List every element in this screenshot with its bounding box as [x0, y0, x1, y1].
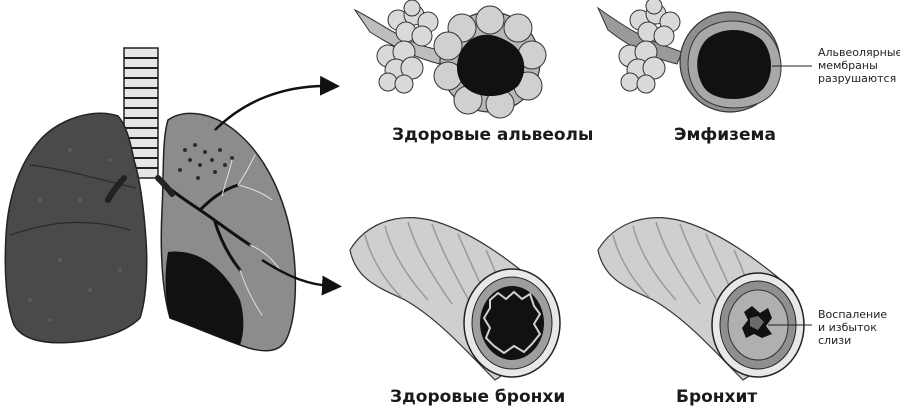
bronchitis-illustration: [597, 217, 812, 381]
caption-bronchitis: Бронхит: [676, 387, 758, 407]
arrow-to-bronchi: [261, 258, 342, 296]
healthy-alveoli-illustration: [353, 0, 547, 119]
right-lung: [156, 112, 297, 352]
left-lung: [4, 112, 148, 344]
emphysema-illustration: [596, 0, 812, 113]
caption-emphysema: Эмфизема: [674, 125, 776, 145]
note-alveolar-membranes: Альвеолярные мембраны разрушаются: [818, 46, 900, 85]
note-inflammation-mucus: Воспаление и избыток слизи: [818, 308, 887, 347]
note-line: Альвеолярные: [818, 46, 900, 59]
note-line: разрушаются: [818, 72, 897, 85]
caption-healthy-alveoli: Здоровые альвеолы: [392, 125, 594, 145]
note-line: и избыток: [818, 321, 877, 334]
note-line: мембраны: [818, 59, 878, 72]
note-line: Воспаление: [818, 308, 888, 321]
caption-healthy-bronchi: Здоровые бронхи: [390, 387, 566, 407]
lungs-illustration: [4, 47, 297, 352]
note-line: слизи: [818, 334, 852, 347]
arrow-to-alveoli: [214, 75, 340, 131]
healthy-bronchi-illustration: [349, 217, 561, 381]
